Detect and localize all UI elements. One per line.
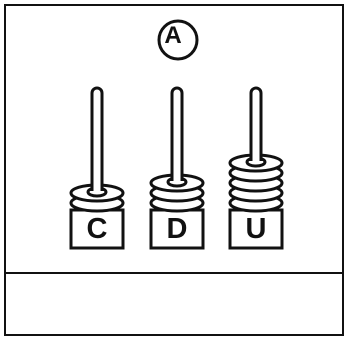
card-divider (6, 272, 342, 274)
rod-joint-c (93, 179, 101, 191)
rod-d (170, 86, 184, 185)
option-circle (157, 19, 199, 61)
label-box-u (228, 208, 284, 250)
place-label-c: C (86, 213, 108, 245)
rod-joint-u (252, 149, 260, 161)
rod-c (90, 86, 104, 195)
rod-joint-d (173, 169, 181, 181)
label-box-d (149, 208, 205, 250)
option-letter: A (164, 22, 182, 49)
place-label-d: D (166, 213, 188, 245)
place-label-u: U (245, 213, 267, 245)
abacus-rods (69, 86, 284, 250)
